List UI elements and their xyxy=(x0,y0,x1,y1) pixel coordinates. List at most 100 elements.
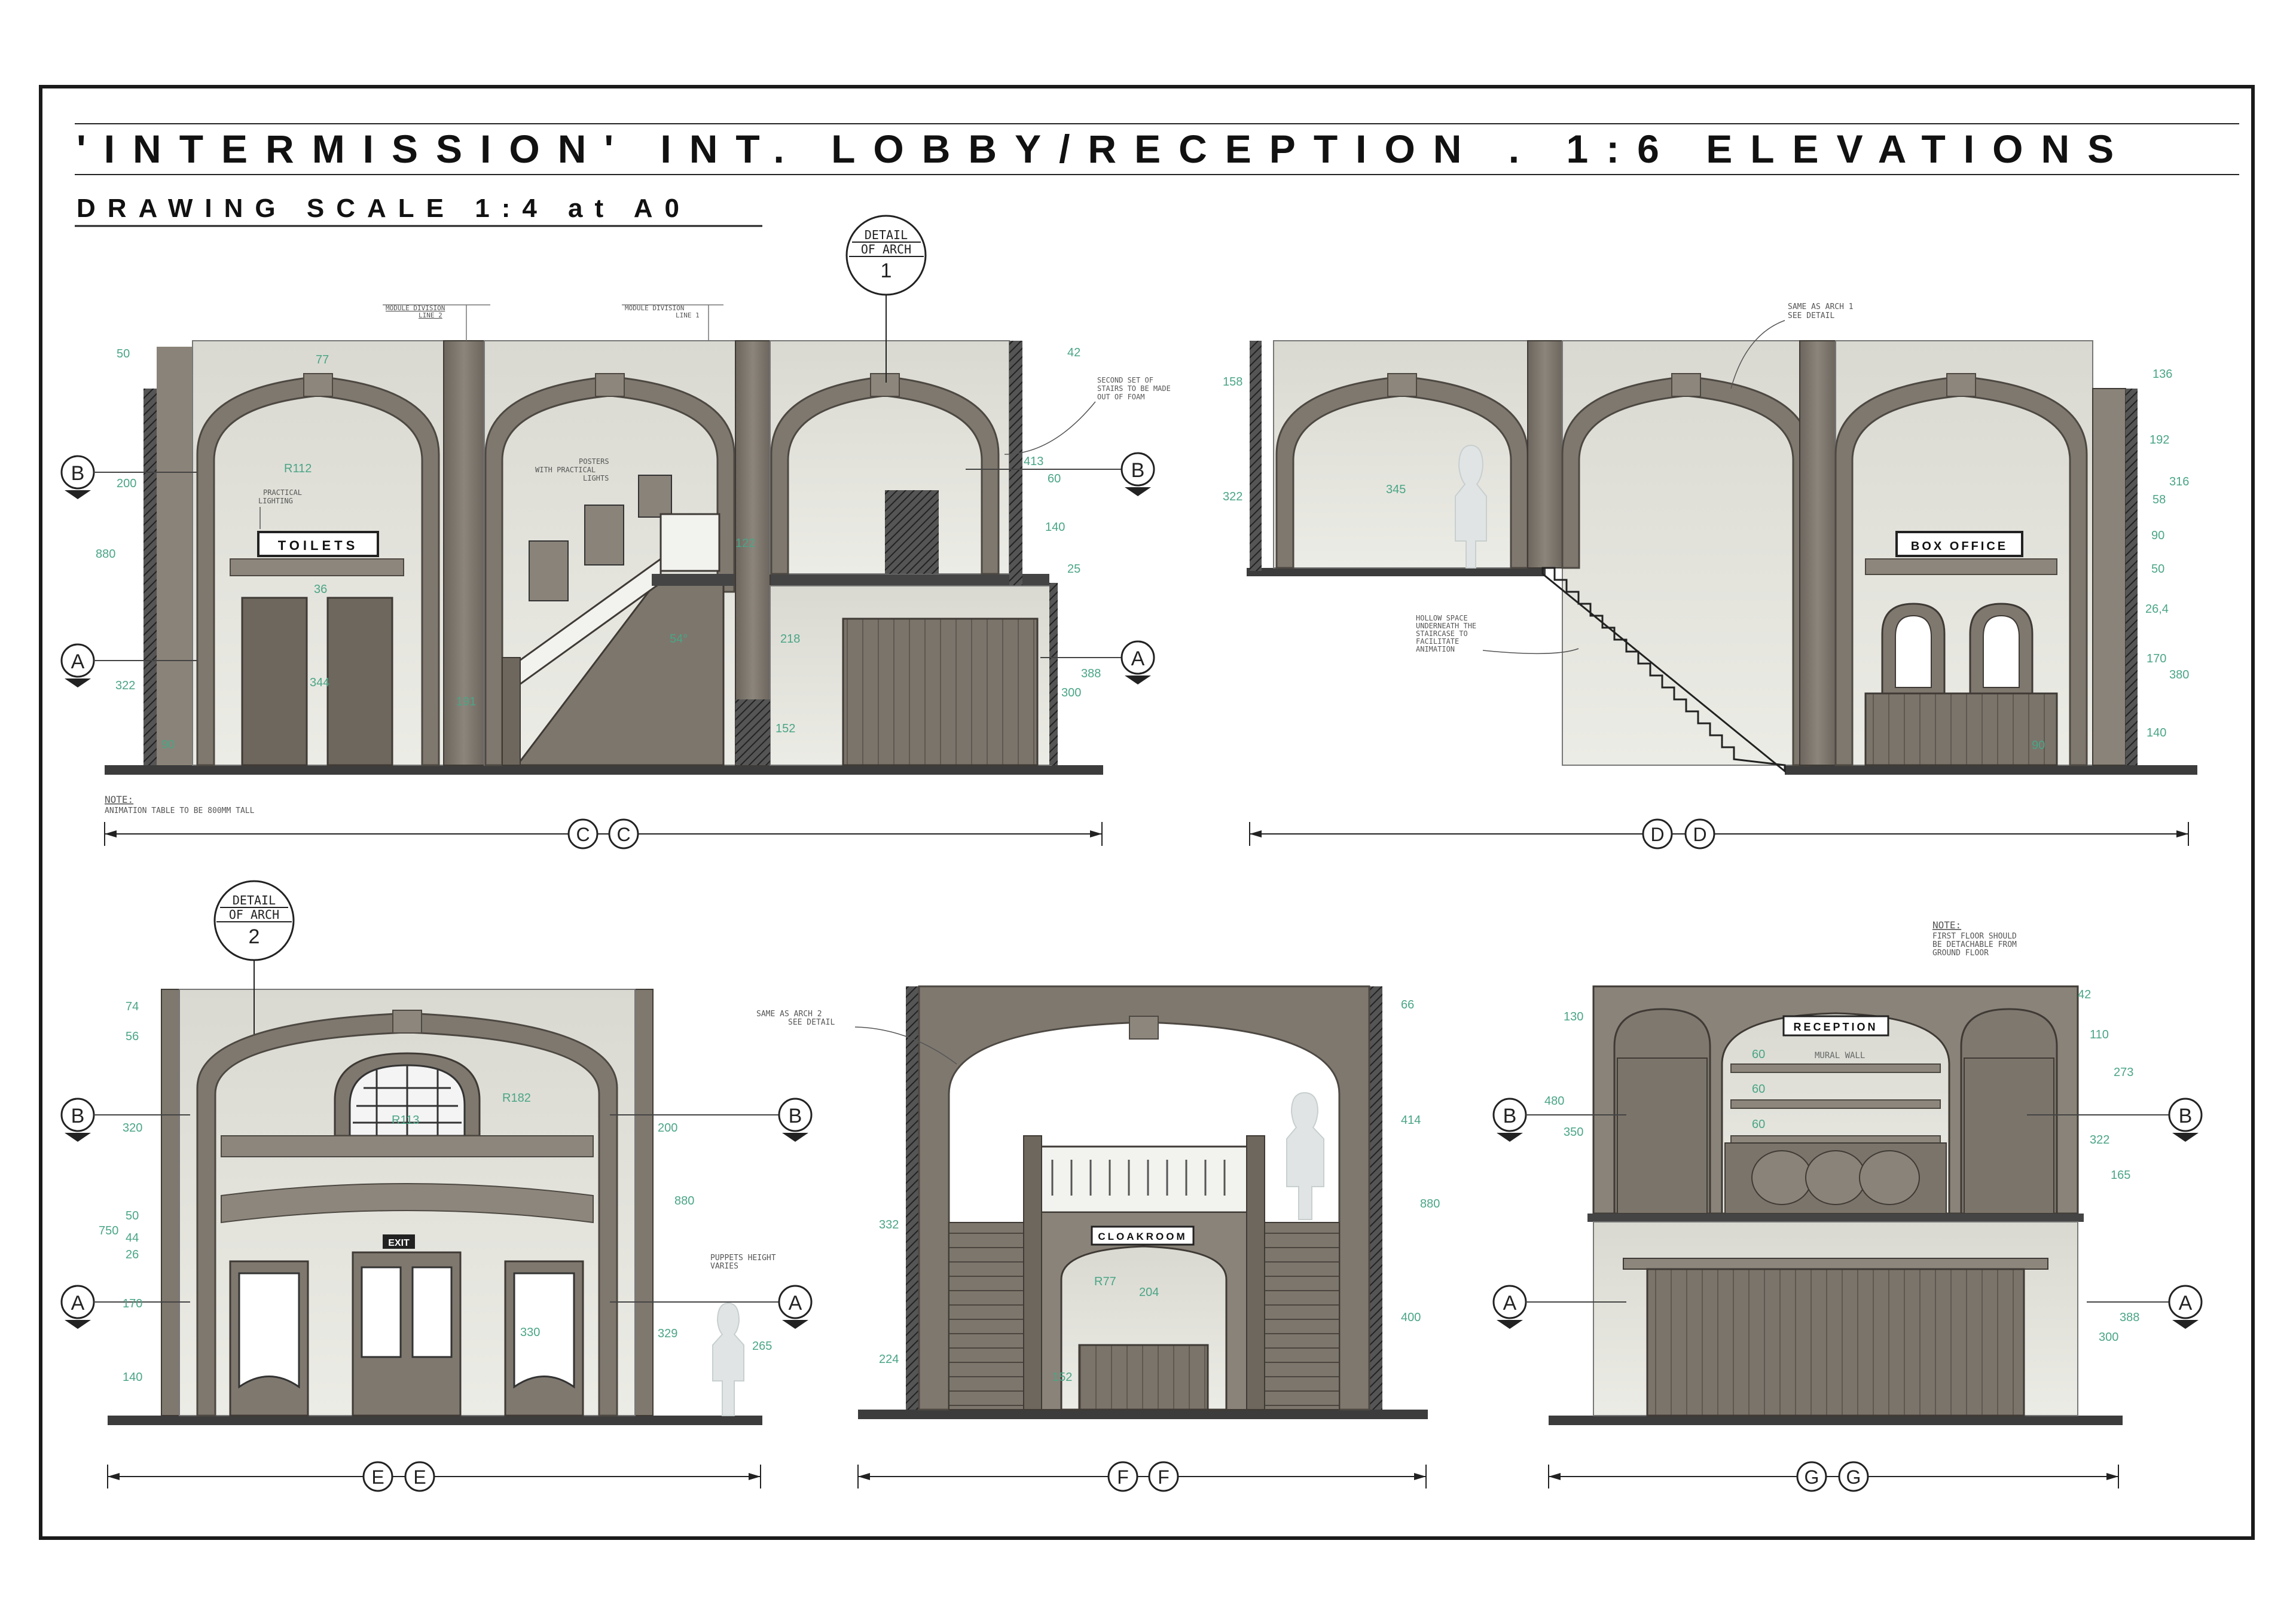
cornice xyxy=(1865,558,2057,575)
door-glass xyxy=(411,1266,453,1358)
svg-text:158: 158 xyxy=(1223,375,1242,389)
svg-text:26: 26 xyxy=(126,1248,139,1261)
fanlight-glazing xyxy=(353,1065,462,1136)
outer-wall xyxy=(1049,583,1058,765)
staircase xyxy=(1255,1222,1340,1410)
leader-line xyxy=(854,1026,957,1065)
dimension-labels: 50 77 200 R112 880 36 322 344 90 191 54°… xyxy=(96,346,1101,751)
section-mark-b-left: B xyxy=(60,455,197,499)
svg-text:165: 165 xyxy=(2111,1169,2130,1182)
arch xyxy=(196,375,440,766)
svg-text:A: A xyxy=(71,650,85,673)
ticket-window-glass xyxy=(1895,615,1932,688)
svg-text:380: 380 xyxy=(2169,668,2189,681)
svg-text:322: 322 xyxy=(1223,490,1242,503)
keystone xyxy=(1387,373,1417,397)
svg-text:60: 60 xyxy=(1752,1083,1765,1096)
detail-callout-2-line1: DETAIL xyxy=(233,893,276,907)
leader-line xyxy=(1482,648,1579,655)
svg-text:413: 413 xyxy=(1024,455,1043,468)
svg-text:192: 192 xyxy=(2150,433,2169,447)
newel-post xyxy=(1246,1135,1265,1410)
mural-oval xyxy=(1859,1150,1920,1205)
svg-text:25: 25 xyxy=(1067,563,1080,576)
svg-text:750: 750 xyxy=(99,1224,118,1237)
svg-text:204: 204 xyxy=(1139,1286,1159,1299)
newel-post xyxy=(502,657,521,766)
pilaster xyxy=(1799,340,1836,766)
svg-text:170: 170 xyxy=(2147,652,2166,665)
keystone xyxy=(1129,1016,1159,1040)
svg-text:880: 880 xyxy=(674,1194,694,1208)
svg-text:344: 344 xyxy=(310,676,329,689)
dimension-labels: 130 42 110 273 480 350 60 60 60 322 165 … xyxy=(1544,988,2139,1344)
pilaster xyxy=(1527,340,1563,568)
section-mark-a-right: A xyxy=(1040,640,1155,684)
svg-text:332: 332 xyxy=(879,1218,899,1231)
box-office-sign-box xyxy=(1895,531,2023,557)
page-title: 'INTERMISSION' INT. LOBBY/RECEPTION . 1:… xyxy=(77,127,2132,171)
svg-text:B: B xyxy=(1131,459,1145,482)
svg-text:388: 388 xyxy=(1081,667,1101,680)
svg-text:136: 136 xyxy=(2152,368,2172,381)
svg-text:140: 140 xyxy=(123,1371,142,1384)
svg-text:A: A xyxy=(2179,1292,2193,1315)
svg-text:90: 90 xyxy=(2151,529,2164,542)
note-cc-head: NOTE: xyxy=(105,794,133,805)
floor-slab xyxy=(1247,568,1546,576)
detail-callout-1-line1: DETAIL xyxy=(865,228,908,242)
dimension-labels: 66 414 880 332 204 R77 400 224 152 xyxy=(879,998,1440,1384)
svg-text:36: 36 xyxy=(314,583,327,596)
svg-text:R182: R182 xyxy=(502,1092,531,1105)
svg-text:329: 329 xyxy=(658,1327,677,1340)
frieze xyxy=(221,1135,594,1157)
overall-dimension-dd: D D xyxy=(1249,818,2189,849)
hollow-staircase xyxy=(1541,567,1786,774)
svg-text:265: 265 xyxy=(752,1340,772,1353)
side-window-glass xyxy=(238,1272,300,1389)
svg-text:B: B xyxy=(2179,1105,2193,1127)
outer-wall xyxy=(1250,341,1262,571)
svg-text:77: 77 xyxy=(316,353,329,366)
leader-line xyxy=(1004,401,1096,455)
svg-text:388: 388 xyxy=(2120,1311,2139,1324)
side-window-glass xyxy=(513,1272,575,1389)
cupboard xyxy=(1964,1057,2054,1214)
svg-text:140: 140 xyxy=(2147,726,2166,739)
outer-wall xyxy=(144,389,157,765)
svg-text:B: B xyxy=(71,1105,85,1127)
svg-text:A: A xyxy=(71,1292,85,1315)
svg-text:54°: 54° xyxy=(670,632,688,646)
svg-text:C: C xyxy=(616,824,630,845)
svg-text:60: 60 xyxy=(1752,1048,1765,1061)
poster xyxy=(638,475,672,518)
swag-beam xyxy=(221,1183,594,1224)
svg-text:R77: R77 xyxy=(1094,1275,1116,1288)
svg-text:F: F xyxy=(1117,1466,1129,1488)
grand-arch xyxy=(196,1012,618,1417)
sheet-border xyxy=(39,85,2255,1540)
section-mark-b-right: B xyxy=(2027,1098,2203,1142)
svg-text:191: 191 xyxy=(456,695,476,708)
exit-sign-text: EXIT xyxy=(388,1238,410,1248)
svg-text:170: 170 xyxy=(123,1297,142,1310)
ticket-counter xyxy=(1864,692,2058,766)
detail-callout-2-num: 2 xyxy=(249,925,260,948)
first-floor-slab xyxy=(1587,1214,2084,1222)
svg-text:D: D xyxy=(1693,824,1706,845)
outer-wall xyxy=(906,986,919,1410)
counter-panel xyxy=(842,618,1039,766)
cornice xyxy=(230,558,404,576)
svg-text:350: 350 xyxy=(1564,1126,1583,1139)
svg-text:66: 66 xyxy=(1401,998,1414,1011)
svg-text:322: 322 xyxy=(2090,1133,2109,1147)
puppet-silhouette xyxy=(712,1302,744,1416)
svg-text:122: 122 xyxy=(735,537,755,550)
toilet-door xyxy=(326,597,393,766)
svg-text:320: 320 xyxy=(123,1121,142,1135)
toilet-door xyxy=(241,597,308,766)
outer-wall xyxy=(634,989,654,1416)
